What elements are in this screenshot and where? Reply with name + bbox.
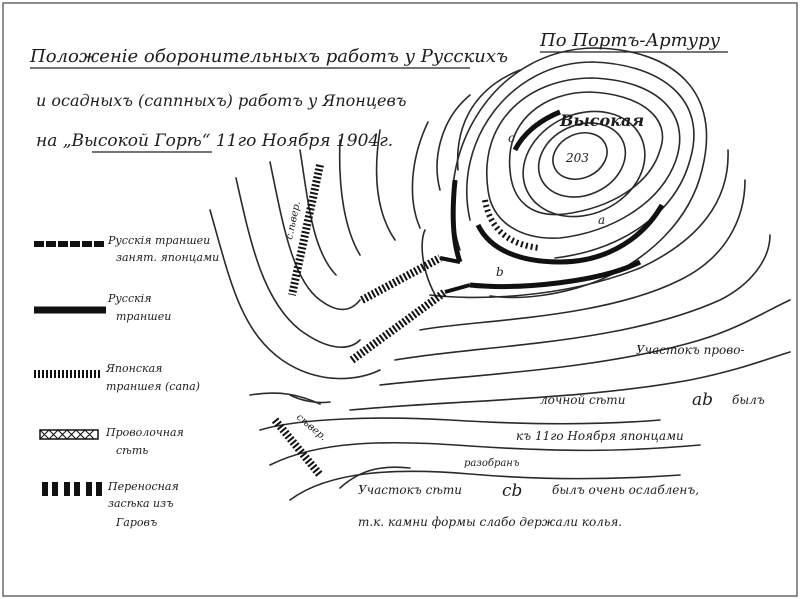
title-line-3: на „Высокой Горѣ“ 11го Ноября 1904г. (36, 131, 393, 151)
legend-item-wire-net: Проволочная сѣть (39, 426, 184, 457)
legend-item-russian-trench: Русскія траншеи (34, 292, 171, 323)
note-line-4: разобранъ (464, 458, 520, 469)
note-line-2c: былъ (732, 393, 765, 407)
legend-item-portable-sandbag-cover: Переносная засѣка изъ Гаровъ (42, 480, 179, 529)
point-label-b: b (496, 265, 504, 279)
note-line-2a: лочной сѣти (540, 393, 625, 407)
legend-item-japanese-trench-sap: Японская траншея (сапа) (34, 362, 200, 393)
trench-lines (271, 109, 665, 478)
point-label-a: a (598, 213, 605, 227)
title-line-2: и осадныхъ (саппныхъ) работъ у Японцевъ (36, 91, 406, 110)
svg-text:траншеи: траншеи (116, 310, 171, 323)
svg-text:Русскія траншеи: Русскія траншеи (107, 234, 210, 247)
note-line-6: т.к. камни формы слабо держали колья. (358, 515, 622, 529)
svg-text:Русскія: Русскія (107, 292, 151, 305)
sap-label-upper: с.ѣвер. (284, 200, 303, 240)
svg-text:Переносная: Переносная (107, 480, 179, 493)
note-line-2b: аb (692, 390, 713, 410)
sap-label-lower: сѣвер. (294, 412, 328, 443)
svg-text:траншея (сапа): траншея (сапа) (106, 380, 200, 393)
svg-text:сѣть: сѣть (116, 444, 148, 457)
legend-item-russian-trench-japanese-occupied: Русскія траншеи занят. японцами (34, 234, 219, 264)
summit-height: 203 (565, 151, 589, 165)
svg-text:Японская: Японская (105, 362, 162, 375)
legend: Русскія траншеи занят. японцами Русскія … (34, 234, 219, 529)
svg-text:засѣка изъ: засѣка изъ (108, 497, 173, 510)
note-line-5c: былъ очень ослабленъ, (552, 483, 699, 497)
note-line-5a: Участокъ сѣти (358, 483, 462, 497)
note-line-1: Участокъ прово- (636, 343, 745, 357)
contour-lines (209, 47, 791, 501)
svg-text:Гаровъ: Гаровъ (115, 516, 157, 529)
summit-name: Высокая (559, 111, 644, 130)
point-label-c: c (508, 131, 515, 145)
corner-title: По Портъ-Артуру (539, 30, 721, 51)
note-line-3: къ 11го Ноября японцами (516, 429, 684, 443)
svg-text:Проволочная: Проволочная (105, 426, 184, 439)
svg-text:занят. японцами: занят. японцами (116, 251, 219, 264)
note-line-5b: cb (502, 481, 522, 501)
map-title: Положеніе оборонительныхъ работъ у Русск… (29, 46, 508, 153)
notes: Участокъ прово- лочной сѣти аb былъ къ 1… (358, 343, 765, 529)
title-line-1: Положеніе оборонительныхъ работъ у Русск… (29, 46, 508, 67)
